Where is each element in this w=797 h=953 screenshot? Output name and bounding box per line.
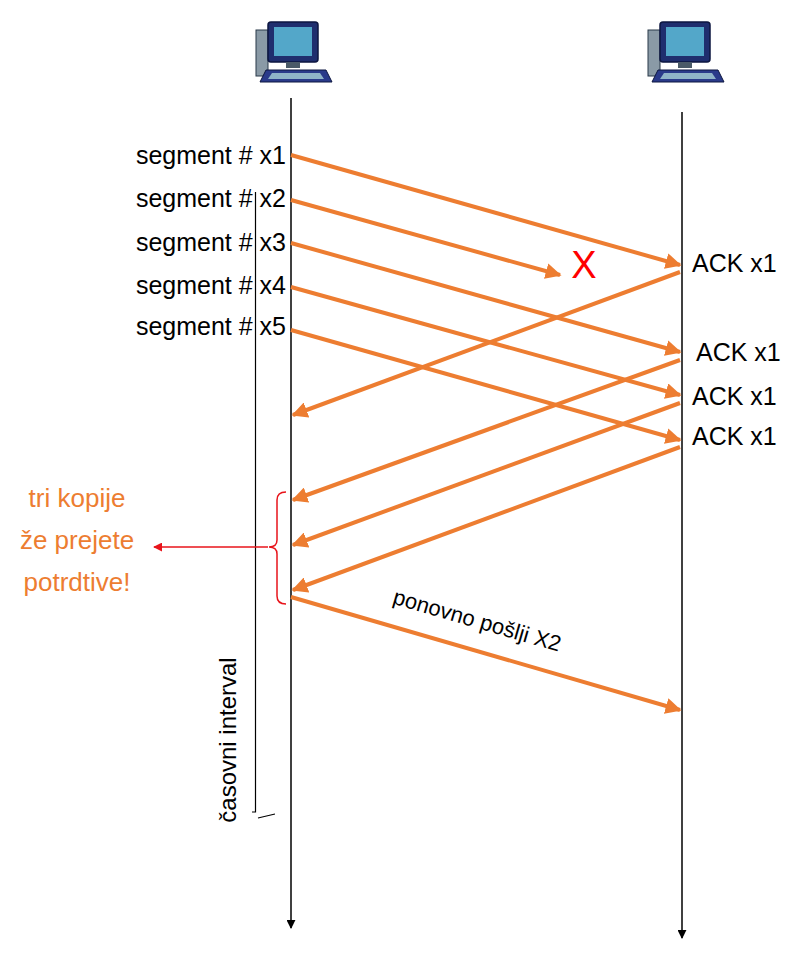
segment-label: segment # x4: [136, 270, 286, 300]
segment-arrow: [291, 287, 680, 395]
ack-arrow: [293, 272, 680, 415]
ack-label: ACK x1: [692, 421, 777, 451]
segment-arrows: [291, 155, 680, 710]
callout-note: tri kopije že prejete potrdtive!: [15, 477, 140, 603]
ack-label: ACK x1: [692, 381, 777, 411]
timeline: [681, 112, 683, 938]
segment-label: segment # x3: [136, 227, 286, 257]
callout-arrow: [154, 546, 268, 548]
segment-label: segment # x2: [136, 183, 286, 213]
ack-label: ACK x1: [696, 337, 781, 367]
ack-arrow: [293, 360, 680, 500]
timer-label: časovni interval: [214, 657, 243, 822]
segment-arrow: [291, 243, 680, 352]
ack-arrow: [293, 447, 680, 590]
ack-label: ACK x1: [692, 248, 777, 278]
ack-arrow: [293, 403, 680, 545]
computer-icon: [256, 22, 332, 82]
ack-bracket: [269, 492, 286, 604]
retransmit-label: ponovno pošlji X2: [390, 584, 564, 658]
loss-mark: X: [571, 243, 596, 289]
timeline: [290, 98, 292, 928]
segment-label: segment # x5: [136, 311, 286, 341]
segment-arrow: [291, 200, 560, 275]
segment-arrow: [291, 155, 680, 265]
segment-label: segment # x1: [136, 140, 286, 170]
computer-icon: [648, 22, 724, 82]
